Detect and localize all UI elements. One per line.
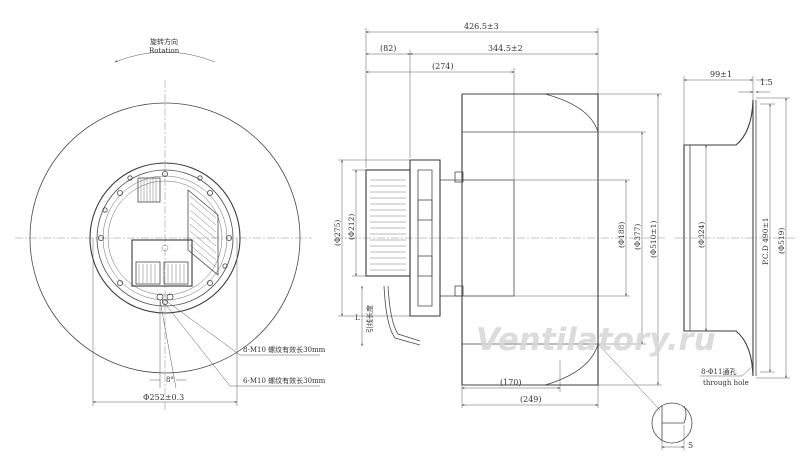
hub-outer-ring bbox=[89, 162, 241, 314]
watermark: Ventilatory.ru bbox=[476, 322, 716, 358]
dia-212: (Φ212) bbox=[347, 214, 356, 240]
motor-flange bbox=[409, 159, 441, 317]
bolt-holes bbox=[98, 170, 232, 305]
pcd-dimension: Φ252±0.3 bbox=[143, 393, 184, 402]
ring-flange: 1.5 bbox=[760, 78, 773, 87]
lead-length-label: L bbox=[355, 314, 360, 322]
dia-377: (Φ377) bbox=[633, 224, 642, 250]
callout-8-m10: 8-M10 螺纹有效长30mm bbox=[243, 345, 326, 354]
holes-callout-cn: 8-Φ11通孔 bbox=[701, 367, 736, 376]
terminal-box bbox=[131, 239, 193, 301]
ring-depth: 99±1 bbox=[710, 70, 732, 79]
impeller-length: 344.5±2 bbox=[488, 44, 523, 53]
cable bbox=[383, 285, 421, 346]
outlet-width: (249) bbox=[520, 395, 542, 404]
holes-callout-en: through hole bbox=[703, 379, 749, 387]
angle-label: 8° bbox=[166, 376, 174, 384]
cooling-fins-diagonal bbox=[187, 189, 219, 276]
side-view: L 引线长度 426.5±3 (82) 344.5±2 (274) (Φ275)… bbox=[333, 22, 665, 408]
cooling-fins-top bbox=[137, 177, 161, 203]
callout-6-m10: 6-M10 螺纹有效长30mm bbox=[243, 376, 326, 385]
inlet-ring-view: 99±1 1.5 (Φ324) P.C.D 490±1 (Φ519) 8-Φ11… bbox=[675, 70, 795, 387]
dia-188: (Φ188) bbox=[617, 222, 626, 248]
ring-dia-324: (Φ324) bbox=[697, 222, 706, 248]
lead-length-note: 引线长度 bbox=[365, 305, 374, 333]
front-view: 旋转方向 Rotation 8-M10 螺纹有效长30mm 6-M10 螺纹有效… bbox=[15, 37, 326, 410]
ring-dia-519: (Φ519) bbox=[777, 228, 786, 254]
motor-length: (82) bbox=[380, 44, 396, 53]
rotation-label-cn: 旋转方向 bbox=[150, 37, 178, 46]
rotation-label-en: Rotation bbox=[149, 47, 180, 55]
detail-gap: 5 bbox=[688, 441, 693, 450]
hub bbox=[461, 179, 515, 297]
detail-view: 5 bbox=[597, 343, 693, 450]
inlet-depth: (170) bbox=[500, 378, 522, 387]
motor-fins bbox=[370, 179, 406, 271]
hub-length: (274) bbox=[432, 62, 454, 71]
dia-275: (Φ275) bbox=[333, 220, 342, 246]
impeller-outer-circle bbox=[29, 102, 301, 374]
overall-length: 426.5±3 bbox=[464, 22, 499, 31]
rotation-arrow bbox=[114, 51, 216, 63]
ring-pcd: P.C.D 490±1 bbox=[761, 217, 770, 265]
detail-circle bbox=[651, 402, 693, 444]
dia-510: (Φ510±1) bbox=[649, 221, 658, 258]
